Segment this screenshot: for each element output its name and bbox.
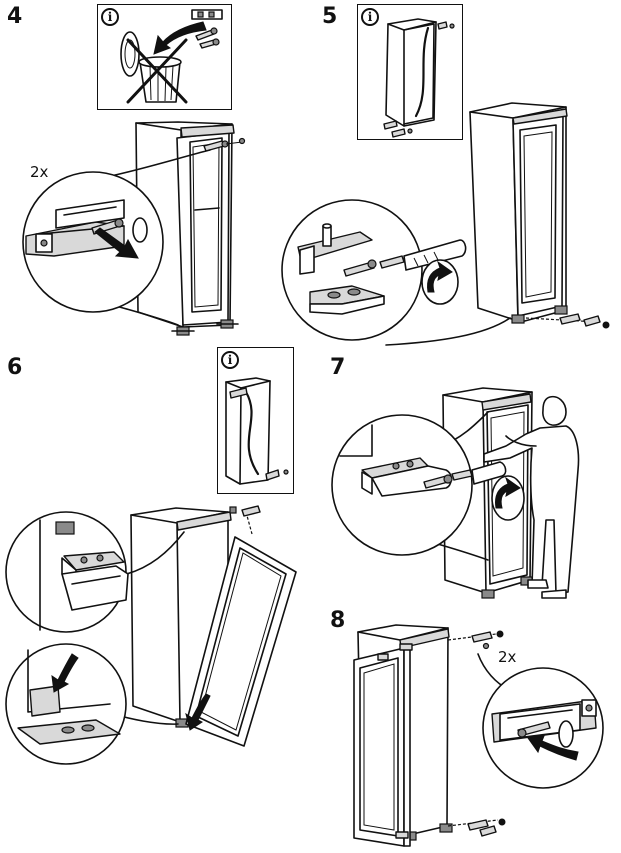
recycle-bin-icon	[120, 31, 188, 104]
rotate-arrow-icon	[427, 260, 453, 293]
step-4-info-parts	[191, 9, 223, 49]
direction-arrow-icon	[527, 735, 579, 761]
step-7-detail-magnifier	[331, 414, 525, 556]
step-4-count-label: 2x	[30, 163, 49, 181]
rotate-arrow-icon	[495, 476, 521, 509]
step-4-number: 4	[7, 4, 23, 29]
info-icon: i	[101, 8, 119, 26]
step-6-illustration	[5, 377, 297, 765]
cabinet	[442, 387, 534, 599]
screwdriver-icon	[379, 239, 467, 271]
direction-arrow-icon	[94, 227, 139, 259]
step-4-illustration	[22, 9, 246, 336]
step-6-upper-magnifier	[5, 511, 129, 633]
screw-icon	[498, 818, 506, 826]
info-icon: i	[221, 351, 239, 369]
step-8-illustration	[353, 624, 604, 847]
step-7-illustration	[331, 387, 580, 599]
step-6-info-cabinet	[225, 377, 289, 485]
step-5-info-cabinet	[383, 18, 455, 138]
step-8-count-label: 2x	[498, 648, 517, 666]
step-4-hinge-parts	[203, 137, 246, 152]
screwdriver-icon	[451, 461, 507, 485]
direction-arrow-icon	[51, 653, 79, 693]
step-5-number: 5	[322, 4, 338, 29]
step-5-bottom-parts	[525, 313, 610, 329]
direction-arrow-icon	[153, 21, 207, 55]
step-5-illustration	[281, 18, 610, 346]
step-8-detail-magnifier	[482, 667, 604, 789]
step-8-bottom-parts	[447, 818, 506, 837]
cabinet-door	[353, 643, 413, 847]
cabinet	[135, 121, 239, 336]
step-5-detail-magnifier	[281, 199, 467, 341]
cabinet-door	[185, 536, 297, 747]
screw-icon	[496, 630, 504, 638]
step-7-number: 7	[330, 355, 346, 380]
screw-icon	[602, 321, 610, 329]
step-8-number: 8	[330, 608, 346, 633]
step-6-lower-magnifier	[5, 643, 127, 765]
info-icon: i	[361, 8, 379, 26]
step-6-number: 6	[7, 355, 23, 380]
step-4-detail-magnifier	[22, 171, 164, 313]
step-8-top-parts	[447, 630, 504, 650]
cabinet	[469, 102, 568, 324]
person-icon	[483, 395, 580, 599]
direction-arrow-icon	[185, 693, 211, 731]
